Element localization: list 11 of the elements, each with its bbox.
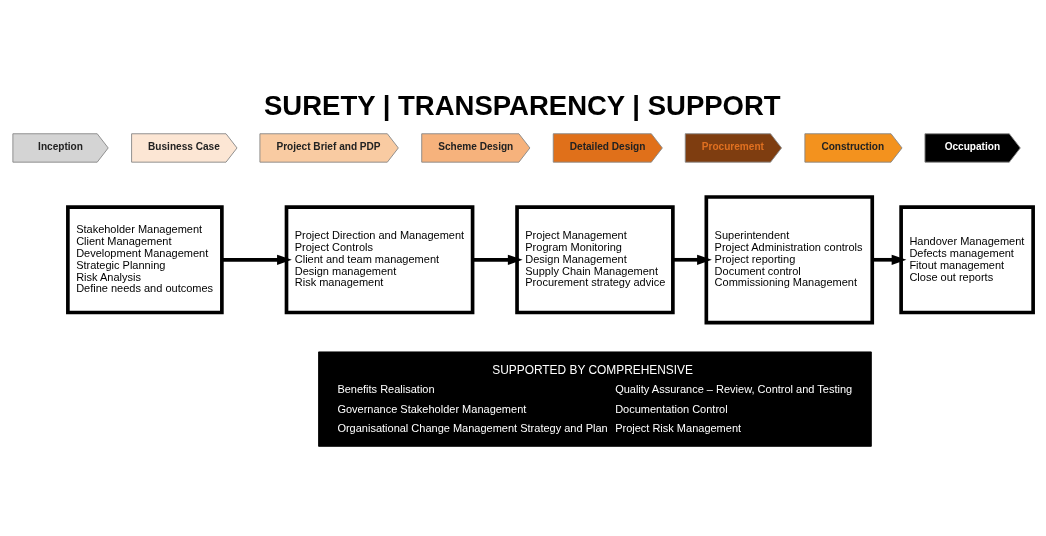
arrow xyxy=(872,254,907,265)
node-box: Project Management Program Monitoring Design Management Supply Chain Management Procurement strategy advice xyxy=(515,204,675,314)
node-box: Stakeholder Management Client Management Development Management Strategic Planning Risk Analysis Define needs and outcomes xyxy=(66,204,224,314)
node-box: Superintendent Project Administration controls Project reporting Document control Commissioning Management xyxy=(704,194,875,324)
diagram-title: SURETY | TRANSPARENCY | SUPPORT xyxy=(264,89,781,121)
node-box: Handover Management Defects management Fitout management Close out reports xyxy=(899,204,1035,314)
arrow xyxy=(472,254,523,265)
arrow xyxy=(673,254,712,265)
node-box: Project Direction and Management Project Controls Client and team management Design management Risk management xyxy=(284,204,475,314)
node-box: SUPPORTED BY COMPREHENSIVE Benefits Realisation Quality Assurance – Review, Control and Testing Governance Stakeholder Management Documentation Control Organisational Change Management Strategy and Plan Project Risk Management xyxy=(318,350,872,447)
arrow xyxy=(221,254,292,265)
